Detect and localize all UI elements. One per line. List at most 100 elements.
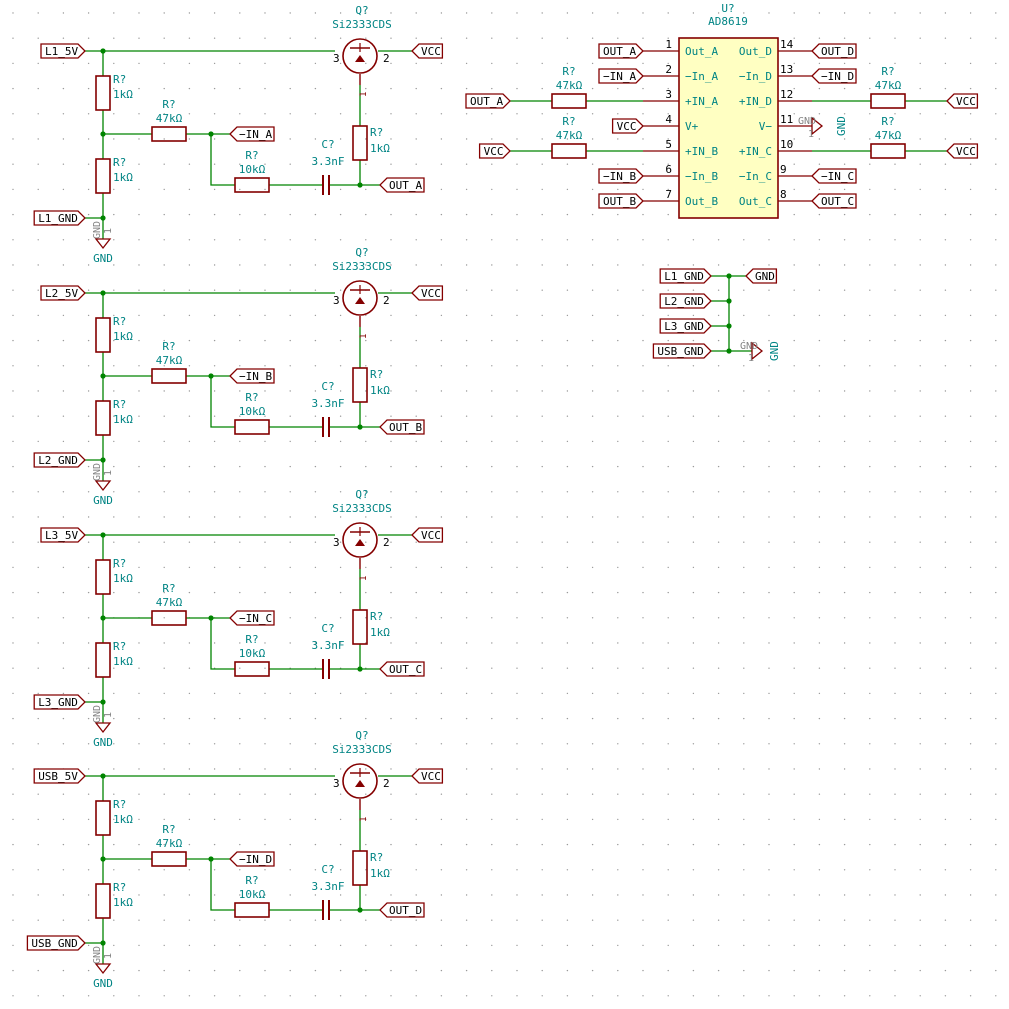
grid-dot <box>87 314 90 317</box>
grid-dot <box>37 62 39 65</box>
grid-dot <box>516 87 518 90</box>
grid-dot <box>743 440 745 443</box>
grid-dot <box>37 793 39 795</box>
resistor-ref: R? <box>245 149 258 162</box>
grid-dot <box>541 339 543 342</box>
grid-dot <box>768 390 770 392</box>
resistor-value: 47kΩ <box>156 837 183 850</box>
grid-dot <box>894 440 896 443</box>
grid-dot <box>894 188 896 191</box>
grid-dot <box>642 440 644 443</box>
grid-dot <box>264 465 266 468</box>
grid-dot <box>415 339 417 342</box>
grid-dot <box>919 969 921 972</box>
grid-dot <box>566 491 569 493</box>
grid-dot <box>516 264 518 266</box>
grid-dot <box>440 87 443 90</box>
grid-dot <box>919 113 921 115</box>
grid-dot <box>566 465 569 468</box>
grid-dot <box>62 667 65 669</box>
grid-dot <box>62 692 65 695</box>
wire <box>210 376 235 428</box>
grid-dot <box>717 264 720 266</box>
grid-dot <box>944 516 947 518</box>
vcc-label: VCC <box>956 145 976 158</box>
grid-dot <box>440 12 443 14</box>
grid-dot <box>768 743 770 745</box>
grid-dot <box>843 894 846 896</box>
mosfet-body <box>342 38 378 74</box>
grid-dot <box>314 188 317 191</box>
grid-dot <box>163 591 165 594</box>
grid-dot <box>894 62 896 65</box>
grid-dot <box>465 87 468 90</box>
grid-dot <box>213 944 216 947</box>
grid-dot <box>692 919 695 921</box>
resistor-value: 47kΩ <box>875 129 902 142</box>
grid-dot <box>617 213 619 216</box>
grid-dot <box>213 289 216 291</box>
opamp-pin-name: Out_C <box>739 195 772 208</box>
grid-dot <box>87 440 90 443</box>
grid-dot <box>440 667 443 669</box>
grid-dot <box>869 138 871 140</box>
grid-dot <box>995 213 997 216</box>
grid-dot <box>239 843 241 846</box>
grid-dot <box>365 138 367 140</box>
grid-dot <box>138 969 140 972</box>
grid-dot <box>163 213 165 216</box>
grid-dot <box>163 188 165 191</box>
grid-dot <box>138 415 140 417</box>
grid-dot <box>314 365 317 367</box>
grid-dot <box>415 591 417 594</box>
grid-dot <box>415 138 417 140</box>
grid-dot <box>62 113 65 115</box>
grid-dot <box>919 87 921 90</box>
grid-dot <box>667 264 669 266</box>
grid-dot <box>440 969 443 972</box>
series-resistor <box>151 610 187 626</box>
grid-dot <box>37 314 39 317</box>
grid-dot <box>818 944 821 947</box>
grid-dot <box>768 919 770 921</box>
grid-dot <box>415 969 417 972</box>
grid-dot <box>894 239 896 241</box>
grid-dot <box>339 314 342 317</box>
grid-dot <box>12 768 14 770</box>
grid-dot <box>793 491 795 493</box>
grid-dot <box>213 365 216 367</box>
grid-dot <box>667 692 669 695</box>
grid-dot <box>113 843 115 846</box>
opamp-label: OUT_D <box>821 45 854 58</box>
grid-dot <box>37 390 39 392</box>
grid-dot <box>995 843 997 846</box>
grid-dot <box>768 642 770 644</box>
grid-dot <box>566 365 569 367</box>
grid-dot <box>163 12 165 14</box>
grid-dot <box>440 843 443 846</box>
grid-dot <box>516 768 518 770</box>
grid-dot <box>37 843 39 846</box>
grid-dot <box>869 339 871 342</box>
grid-dot <box>213 642 216 644</box>
grid-dot <box>188 213 191 216</box>
grid-dot <box>113 591 115 594</box>
grid-dot <box>667 87 669 90</box>
resistor-ref: R? <box>562 115 575 128</box>
grid-dot <box>239 692 241 695</box>
grid-dot <box>969 717 972 720</box>
opamp-pin-name: −In_B <box>685 170 718 183</box>
grid-dot <box>591 743 594 745</box>
grid-dot <box>289 843 291 846</box>
grid-dot <box>465 818 468 821</box>
mosfet-ref: Q? <box>355 246 368 259</box>
grid-dot <box>692 667 695 669</box>
gnd-flag-text: GND <box>92 946 103 964</box>
grid-dot <box>163 62 165 65</box>
grid-dot <box>894 894 896 896</box>
opamp-value: AD8619 <box>708 15 748 28</box>
grid-dot <box>390 213 392 216</box>
grid-dot <box>516 415 518 417</box>
grid-dot <box>869 365 871 367</box>
grid-dot <box>717 566 720 569</box>
